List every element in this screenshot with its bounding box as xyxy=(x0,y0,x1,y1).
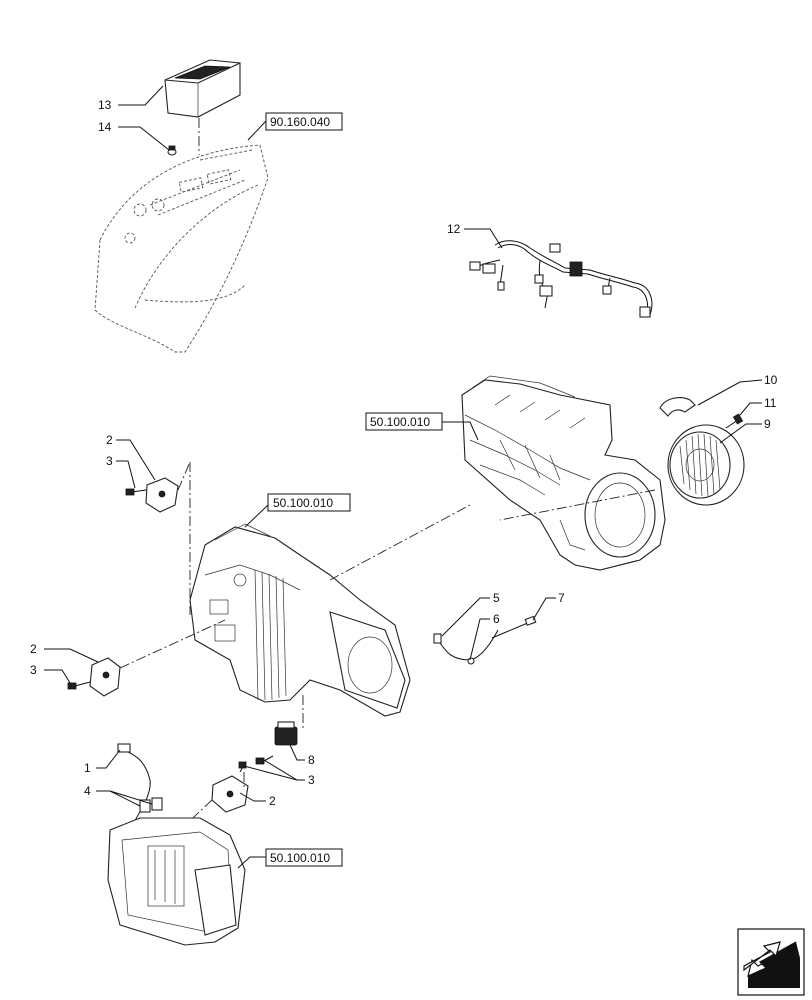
callout-5: 5 xyxy=(493,591,500,605)
callout-14: 14 xyxy=(98,120,112,134)
callout-4: 4 xyxy=(84,784,91,798)
callout-labels: 13 14 12 10 11 9 2 3 2 3 5 6 7 8 3 2 1 4 xyxy=(30,98,778,808)
screw-3-lower xyxy=(238,755,274,773)
reference-box-main-housing: 50.100.010 xyxy=(267,493,351,512)
screw-11 xyxy=(725,413,744,429)
arrow-navigation-icon[interactable] xyxy=(737,928,805,996)
main-air-housing xyxy=(189,523,411,717)
callout-6: 6 xyxy=(493,612,500,626)
actuator-2-lower xyxy=(211,775,249,813)
hose-10 xyxy=(659,397,696,417)
callout-10: 10 xyxy=(764,373,778,387)
upper-air-housing xyxy=(461,375,666,571)
callout-2-left: 2 xyxy=(30,642,37,656)
actuator-2-upper xyxy=(145,477,179,513)
svg-text:50.100.010: 50.100.010 xyxy=(273,496,333,510)
callout-3-left: 3 xyxy=(30,663,37,677)
callout-11: 11 xyxy=(764,396,777,410)
heater-harness-1 xyxy=(117,743,151,831)
blower-fan-9 xyxy=(667,424,745,506)
callout-9: 9 xyxy=(764,417,771,431)
svg-text:90.160.040: 90.160.040 xyxy=(270,115,330,129)
callout-2-upper: 2 xyxy=(106,433,113,447)
callout-12: 12 xyxy=(447,222,461,236)
callout-1: 1 xyxy=(84,761,91,775)
roof-panel-phantom xyxy=(94,144,269,353)
actuator-2-left xyxy=(89,657,121,697)
reference-box-upper-housing: 50.100.010 xyxy=(365,412,443,431)
callout-7: 7 xyxy=(558,591,565,605)
wiring-harness-12 xyxy=(469,240,653,318)
leader-lines xyxy=(44,85,763,869)
reference-box-heater-housing: 50.100.010 xyxy=(265,848,343,867)
screw-3-upper xyxy=(125,488,147,496)
connectors-4 xyxy=(139,797,163,813)
callout-3-upper: 3 xyxy=(106,454,113,468)
control-module-13 xyxy=(164,59,241,118)
blower-resistor-8 xyxy=(274,721,298,746)
callout-8: 8 xyxy=(308,753,315,767)
reference-box-roof: 90.160.040 xyxy=(265,112,343,131)
nut-14 xyxy=(167,145,177,156)
callout-13: 13 xyxy=(98,98,112,112)
svg-text:50.100.010: 50.100.010 xyxy=(270,851,330,865)
svg-text:50.100.010: 50.100.010 xyxy=(370,415,430,429)
heater-core-housing xyxy=(107,817,246,946)
callout-3-lower: 3 xyxy=(308,773,315,787)
sensor-7 xyxy=(491,615,537,639)
callout-2-lower: 2 xyxy=(269,794,276,808)
